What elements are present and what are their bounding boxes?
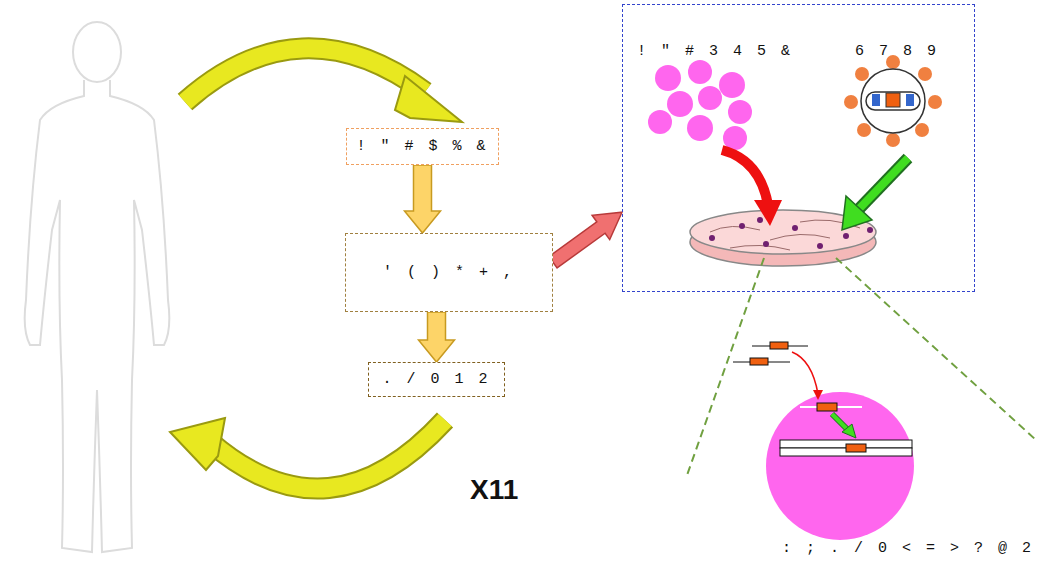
cycle-arrow xyxy=(185,48,462,122)
repeat-count: X11 xyxy=(470,474,518,506)
caption-label: : ; . / 0 < = > ? @ 2 xyxy=(782,540,1034,557)
experiment-panel: ! " # 3 4 5 & 6 7 8 9 xyxy=(622,4,975,292)
process-box: ! " # $ % & xyxy=(346,128,499,165)
node-text: ! " # 3 4 5 & xyxy=(637,43,793,60)
block-arrow xyxy=(405,165,441,233)
block-arrow xyxy=(419,312,455,362)
node-text: 6 7 8 9 xyxy=(855,43,939,60)
zoom-lines xyxy=(686,258,1036,478)
node-text: ! " # $ % & xyxy=(356,138,488,155)
human-silhouette xyxy=(25,22,170,552)
cells xyxy=(648,60,752,150)
node-text: . / 0 1 2 xyxy=(382,371,490,388)
process-box: ' ( ) * + , xyxy=(345,233,553,312)
infection-arrows xyxy=(722,150,908,230)
process-box: . / 0 1 2 xyxy=(368,362,505,397)
block-arrow xyxy=(549,212,622,268)
magnified-cell xyxy=(733,342,914,540)
return-arrow xyxy=(170,418,445,489)
virus-particle xyxy=(844,55,942,147)
node-text: ' ( ) * + , xyxy=(383,264,515,281)
